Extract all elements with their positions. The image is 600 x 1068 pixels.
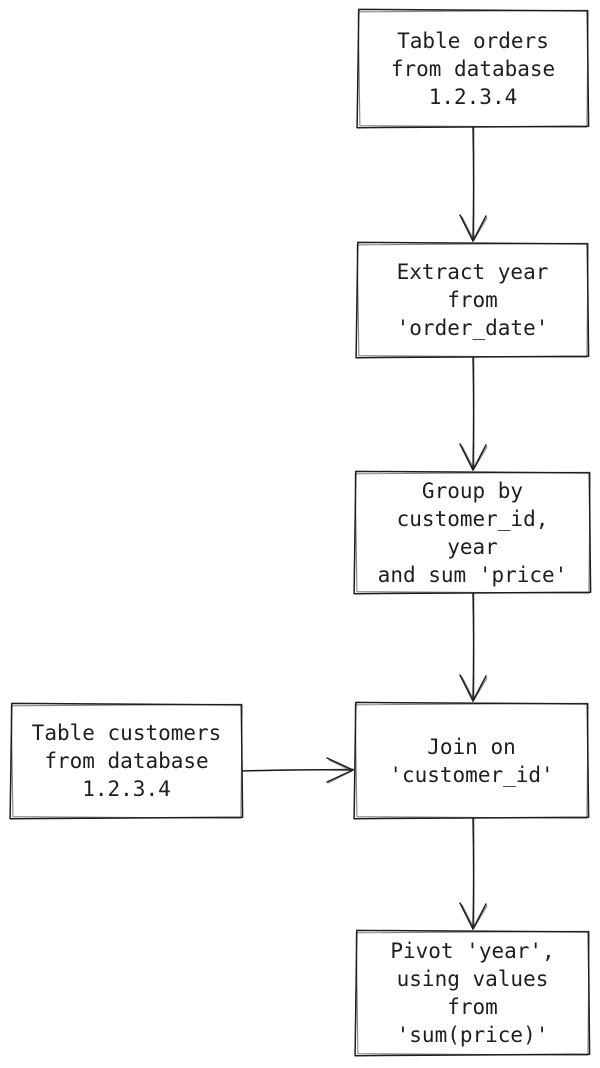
- node-join: Join on 'customer_id': [389, 734, 554, 787]
- edge-join-to-pivot-arrowhead: [459, 902, 487, 930]
- node-table-orders: Table orders from database 1.2.3.4: [390, 28, 556, 109]
- node-table-customers: Table customers from database 1.2.3.4: [31, 721, 222, 801]
- node-outline2-table-customers: [10, 703, 243, 819]
- edge-group-to-join-arrowhead: [459, 674, 487, 702]
- edge-extract-to-group-arrowhead: [459, 443, 487, 471]
- node-outline2-join: [354, 702, 589, 819]
- edge-orders-to-extract-arrowhead2: [461, 216, 488, 241]
- node-group-by: Group by customer_id, year and sum 'pric…: [377, 478, 568, 587]
- edge-join-to-pivot-arrowhead2: [461, 904, 488, 929]
- edge-orders-to-extract-arrowhead: [459, 214, 487, 242]
- edge-customers-to-join-shaft2: [243, 768, 355, 772]
- edge-customers-to-join-arrowhead: [326, 757, 354, 783]
- node-outline2-extract-year: [356, 242, 589, 358]
- node-extract-year: Extract year from 'order_date': [396, 260, 549, 340]
- node-outline2-group-by: [354, 471, 591, 594]
- node-pivot: Pivot 'year', using values from 'sum(pri…: [390, 939, 555, 1047]
- node-outline2-table-orders: [357, 9, 589, 128]
- edge-extract-to-group-arrowhead2: [461, 445, 488, 470]
- edge-customers-to-join-arrowhead2: [327, 759, 353, 784]
- edge-group-to-join-arrowhead2: [461, 676, 488, 701]
- node-outline2-pivot: [355, 930, 590, 1056]
